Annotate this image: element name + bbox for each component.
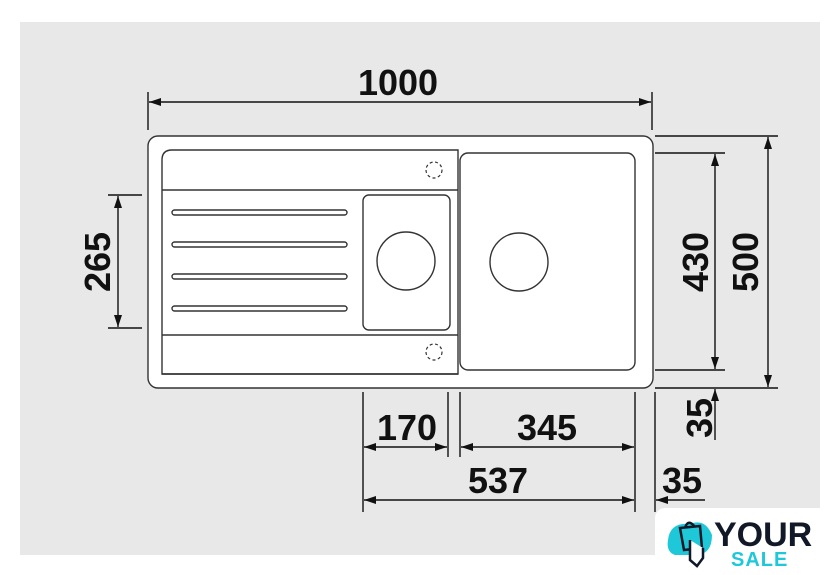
drainer-grooves bbox=[171, 209, 348, 312]
tap-hole-bottom bbox=[425, 343, 443, 361]
large-bowl-drain bbox=[489, 232, 549, 292]
dimension-overall-width: 1000 bbox=[147, 62, 653, 130]
svg-text:YOUR: YOUR bbox=[714, 516, 812, 554]
svg-text:1000: 1000 bbox=[358, 62, 438, 103]
bottom-extension-lines bbox=[362, 392, 656, 512]
small-bowl-drain bbox=[376, 231, 436, 291]
sink-outline bbox=[147, 135, 654, 389]
dimension-right-margin: 35 bbox=[656, 460, 705, 504]
svg-text:SALE: SALE bbox=[731, 549, 788, 571]
svg-text:345: 345 bbox=[517, 407, 577, 448]
svg-text:35: 35 bbox=[679, 398, 720, 438]
dimension-small-bowl-depth: 265 bbox=[77, 194, 142, 329]
dimension-small-bowl-width: 170 bbox=[364, 407, 447, 451]
dimension-bowls-span: 537 bbox=[364, 460, 634, 504]
svg-text:35: 35 bbox=[662, 460, 702, 501]
dimension-large-bowl-width: 345 bbox=[461, 407, 634, 451]
svg-text:170: 170 bbox=[377, 407, 437, 448]
svg-text:500: 500 bbox=[725, 232, 766, 292]
svg-text:537: 537 bbox=[468, 460, 528, 501]
yoursale-logo: YOUR SALE bbox=[655, 508, 840, 575]
svg-text:430: 430 bbox=[675, 232, 716, 292]
dimension-bowl-depth: 430 bbox=[655, 152, 725, 371]
dimension-bottom-margin: 35 bbox=[679, 389, 720, 440]
svg-text:265: 265 bbox=[77, 232, 118, 292]
dimension-overall-depth: 500 bbox=[655, 135, 778, 389]
hand-icon bbox=[688, 540, 705, 568]
tap-hole-top bbox=[425, 161, 443, 179]
